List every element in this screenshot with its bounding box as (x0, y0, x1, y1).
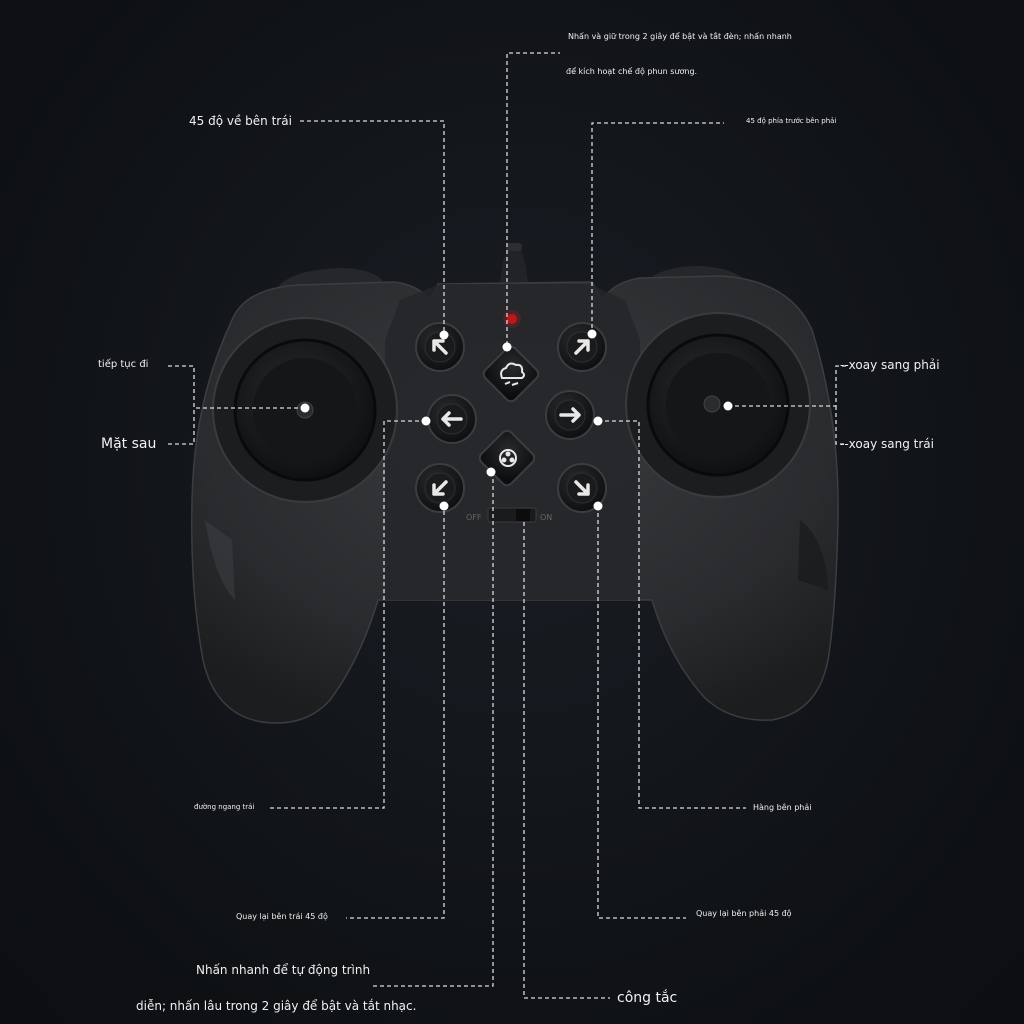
mist-annotation-line2: để kích hoạt chế độ phun sương. (566, 67, 698, 76)
anchor-dots (300, 329, 733, 511)
arrow-up-left-icon (432, 339, 448, 355)
button-up-left[interactable] (415, 322, 465, 372)
right-grip-ridge (798, 520, 828, 590)
button-down-right[interactable] (557, 463, 607, 513)
button-right[interactable] (545, 390, 595, 440)
power-switch-label: công tắc (617, 990, 678, 1006)
demo-annotation-line1: Nhấn nhanh để tự động trình (196, 963, 371, 977)
button-up-right[interactable] (557, 322, 607, 372)
power-switch[interactable] (487, 507, 537, 523)
left-grip-ridge (205, 520, 235, 600)
leader-lines (168, 52, 846, 999)
rotate-right-label: --xoay sang phải (840, 358, 940, 372)
front-right-45-label: 45 độ phía trước bên phải (746, 117, 837, 125)
mist-annotation-line1: Nhấn và giữ trong 2 giây để bật và tắt đ… (568, 32, 792, 41)
power-led (507, 314, 517, 324)
film-reel-icon (499, 449, 517, 467)
right-row-label: Hàng bên phải (753, 803, 812, 812)
arrow-down-right-icon (574, 480, 590, 496)
mist-cloud-icon (500, 362, 525, 386)
back-right-45-label: Quay lại bên phải 45 độ (696, 909, 792, 918)
back-left-45-label: Quay lại bên trái 45 độ (236, 912, 328, 921)
left-strafe-label: đường ngang trái (194, 803, 255, 811)
switch-off-label: OFF (466, 513, 482, 522)
rotate-left-label: --xoay sang trái (840, 437, 934, 451)
right-joystick[interactable] (625, 312, 811, 498)
demo-annotation-line2: diễn; nhấn lâu trong 2 giây để bật và tắ… (136, 999, 417, 1013)
arrow-left-icon (441, 411, 463, 427)
switch-on-label: ON (540, 513, 552, 522)
back-label: Mặt sau (101, 436, 157, 452)
button-left[interactable] (427, 394, 477, 444)
mist-light-button[interactable] (481, 344, 540, 403)
antenna (500, 243, 528, 282)
arrow-up-right-icon (574, 339, 590, 355)
arrow-down-left-icon (432, 480, 448, 496)
continue-label: tiếp tục đi (98, 359, 149, 370)
left-45-label: 45 độ về bên trái (189, 114, 292, 128)
button-down-left[interactable] (415, 463, 465, 513)
arrow-right-icon (559, 407, 581, 423)
